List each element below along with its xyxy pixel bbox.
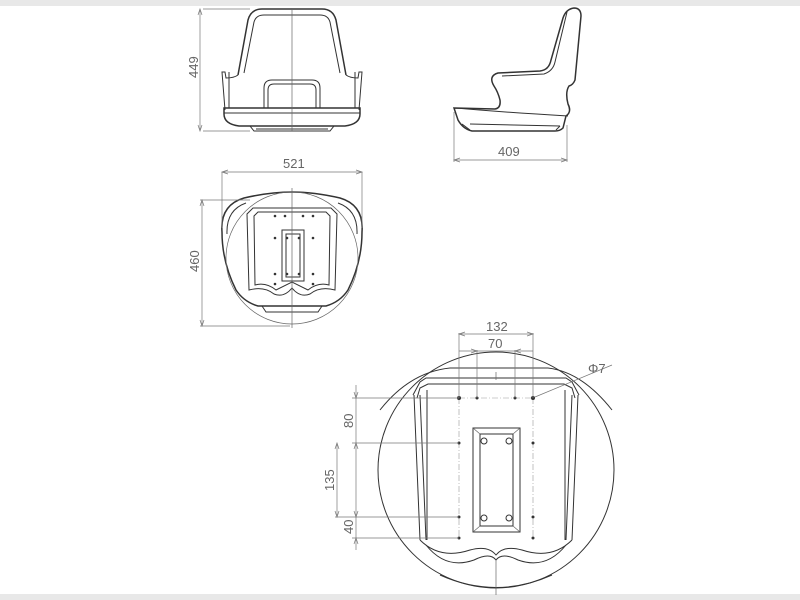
dim-top-height: 460 bbox=[187, 250, 202, 272]
top-border bbox=[0, 0, 800, 6]
dim-side-depth: 409 bbox=[498, 144, 520, 159]
detail-view: 132 70 Φ7 80 135 40 bbox=[322, 319, 615, 595]
side-view: 409 bbox=[452, 7, 582, 163]
dim-v3: 40 bbox=[341, 520, 356, 534]
bottom-border bbox=[0, 594, 800, 600]
dim-v1: 80 bbox=[341, 414, 356, 428]
dim-hole-diameter: Φ7 bbox=[588, 361, 606, 376]
dim-front-height: 449 bbox=[186, 56, 201, 78]
detail-holes bbox=[457, 396, 535, 540]
dim-v2: 135 bbox=[322, 469, 337, 491]
dim-top-width: 521 bbox=[283, 156, 305, 171]
dim-inner-spacing: 70 bbox=[488, 336, 502, 351]
dim-outer-spacing: 132 bbox=[486, 319, 508, 334]
top-view-holes bbox=[273, 214, 315, 286]
front-view: 449 bbox=[186, 7, 363, 133]
top-view: 521 460 bbox=[187, 156, 364, 328]
